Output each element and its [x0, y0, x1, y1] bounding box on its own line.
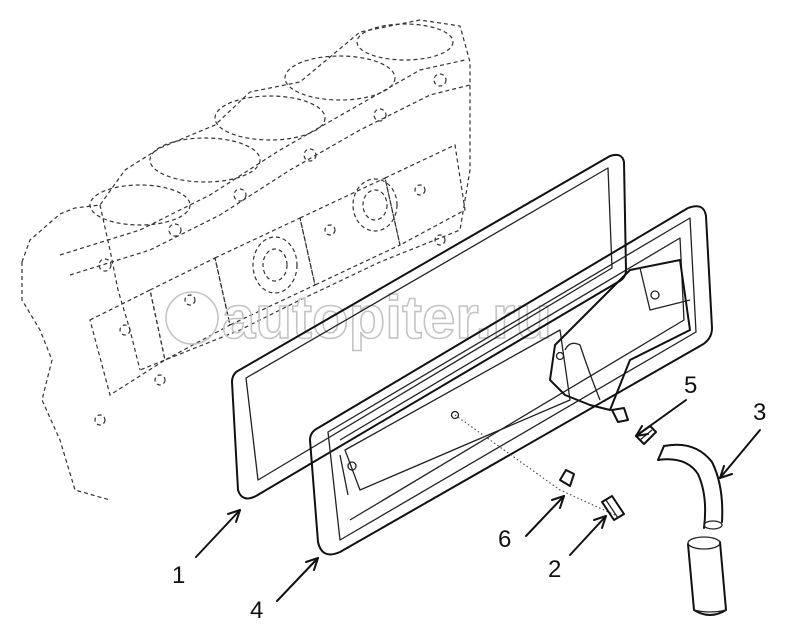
bolt-part-2	[601, 495, 625, 521]
callout-6: 6	[498, 526, 511, 553]
callout-2: 2	[548, 556, 561, 583]
callout-1: 1	[172, 562, 185, 589]
callout-labels: 1 2 3 4 5 6	[172, 372, 766, 624]
callout-3: 3	[753, 399, 766, 426]
alignment-line	[454, 414, 616, 516]
watermark-text: autopiter.ru	[222, 284, 552, 351]
cover-part-4	[309, 205, 713, 556]
callout-5: 5	[684, 372, 697, 399]
plug-part-6	[559, 469, 575, 487]
engine-block-outline	[21, 19, 471, 501]
watermark: autopiter.ru	[165, 283, 553, 352]
leader-arrows	[195, 399, 761, 602]
hose-part-3	[657, 443, 727, 616]
callout-4: 4	[250, 597, 263, 624]
